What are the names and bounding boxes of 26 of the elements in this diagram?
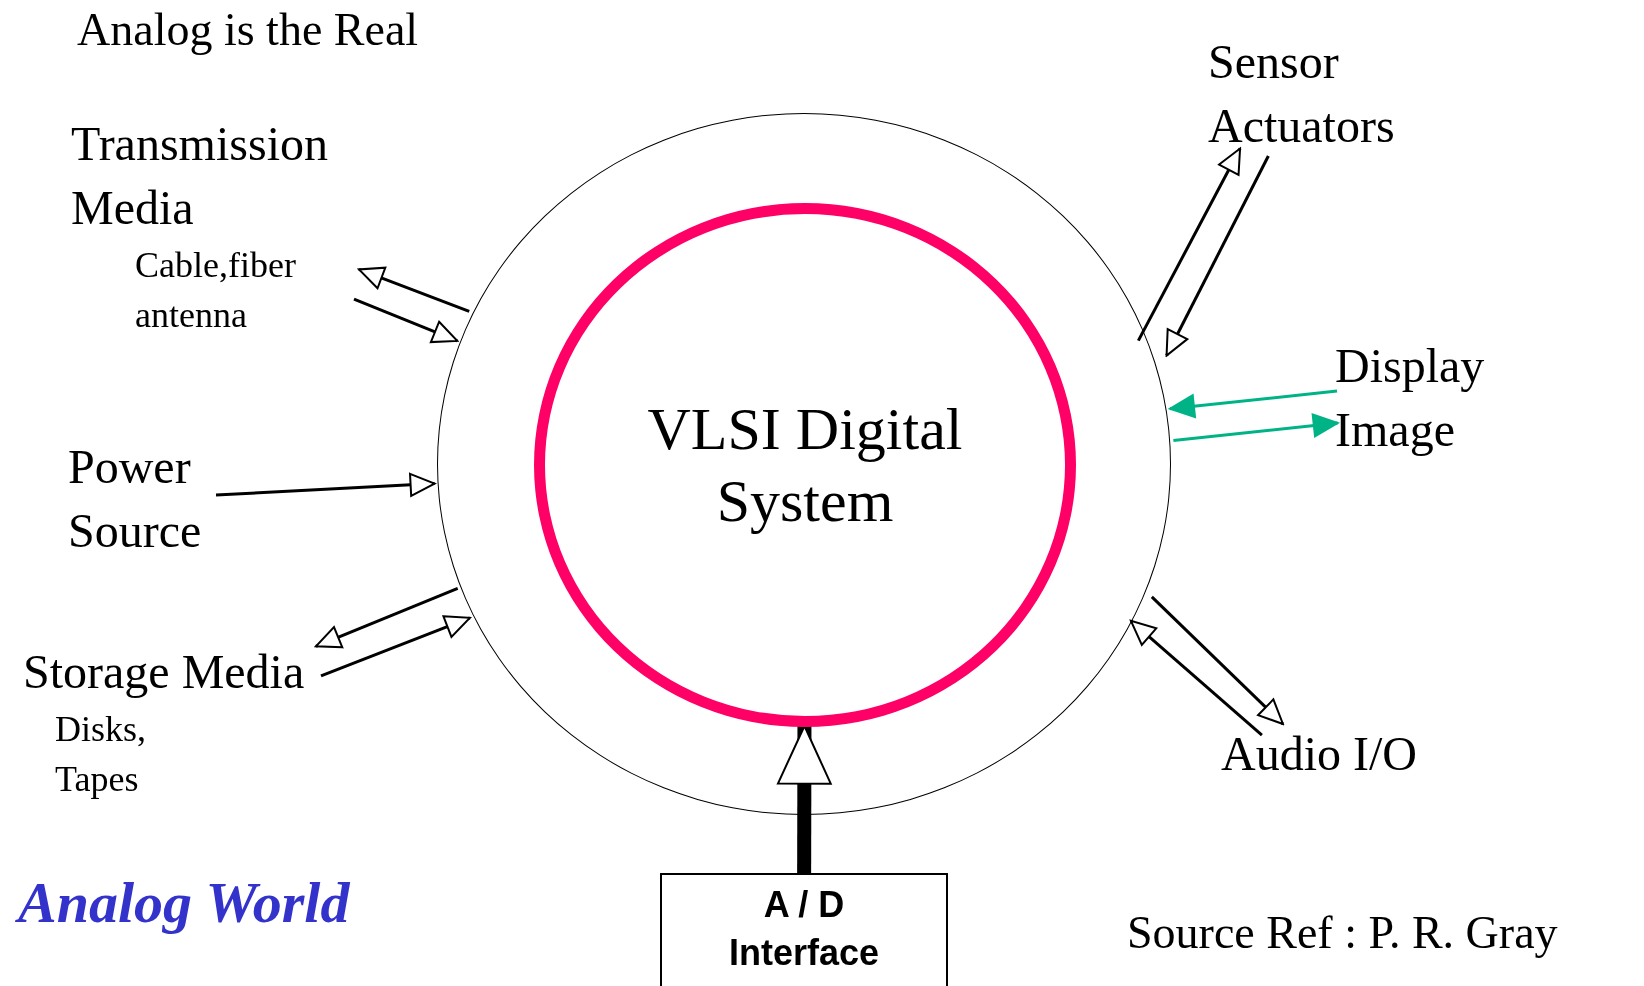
arrow [1173, 413, 1339, 442]
arrow [320, 615, 471, 678]
arrow [1150, 595, 1284, 726]
world-label: Power Source [68, 439, 203, 559]
world-label: Transmission Media [71, 116, 329, 236]
interface-label: A / D Interface [727, 883, 881, 975]
heading-note: Analog is the Real [77, 3, 419, 57]
arrow [353, 297, 459, 344]
world-label: Storage Media [23, 644, 306, 700]
interface-box [660, 873, 948, 986]
arrow [314, 586, 459, 649]
arrow [1129, 619, 1263, 737]
arrow [1137, 147, 1242, 342]
arrow [1169, 389, 1338, 419]
arrow [358, 266, 470, 313]
example-note: Cable,fiber antenna [135, 244, 297, 337]
system-title: VLSI Digital System [646, 395, 964, 536]
core-circle [534, 203, 1076, 727]
world-label: Display Image [1335, 338, 1486, 458]
world-label: Sensor Actuators [1208, 34, 1396, 154]
example-note: Disks, Tapes [55, 708, 148, 801]
arrow [1165, 155, 1270, 357]
arrow [215, 472, 436, 497]
world-label: Audio I/O [1221, 726, 1418, 782]
source-note: Source Ref : P. R. Gray [1127, 906, 1558, 960]
arrow [776, 725, 832, 876]
